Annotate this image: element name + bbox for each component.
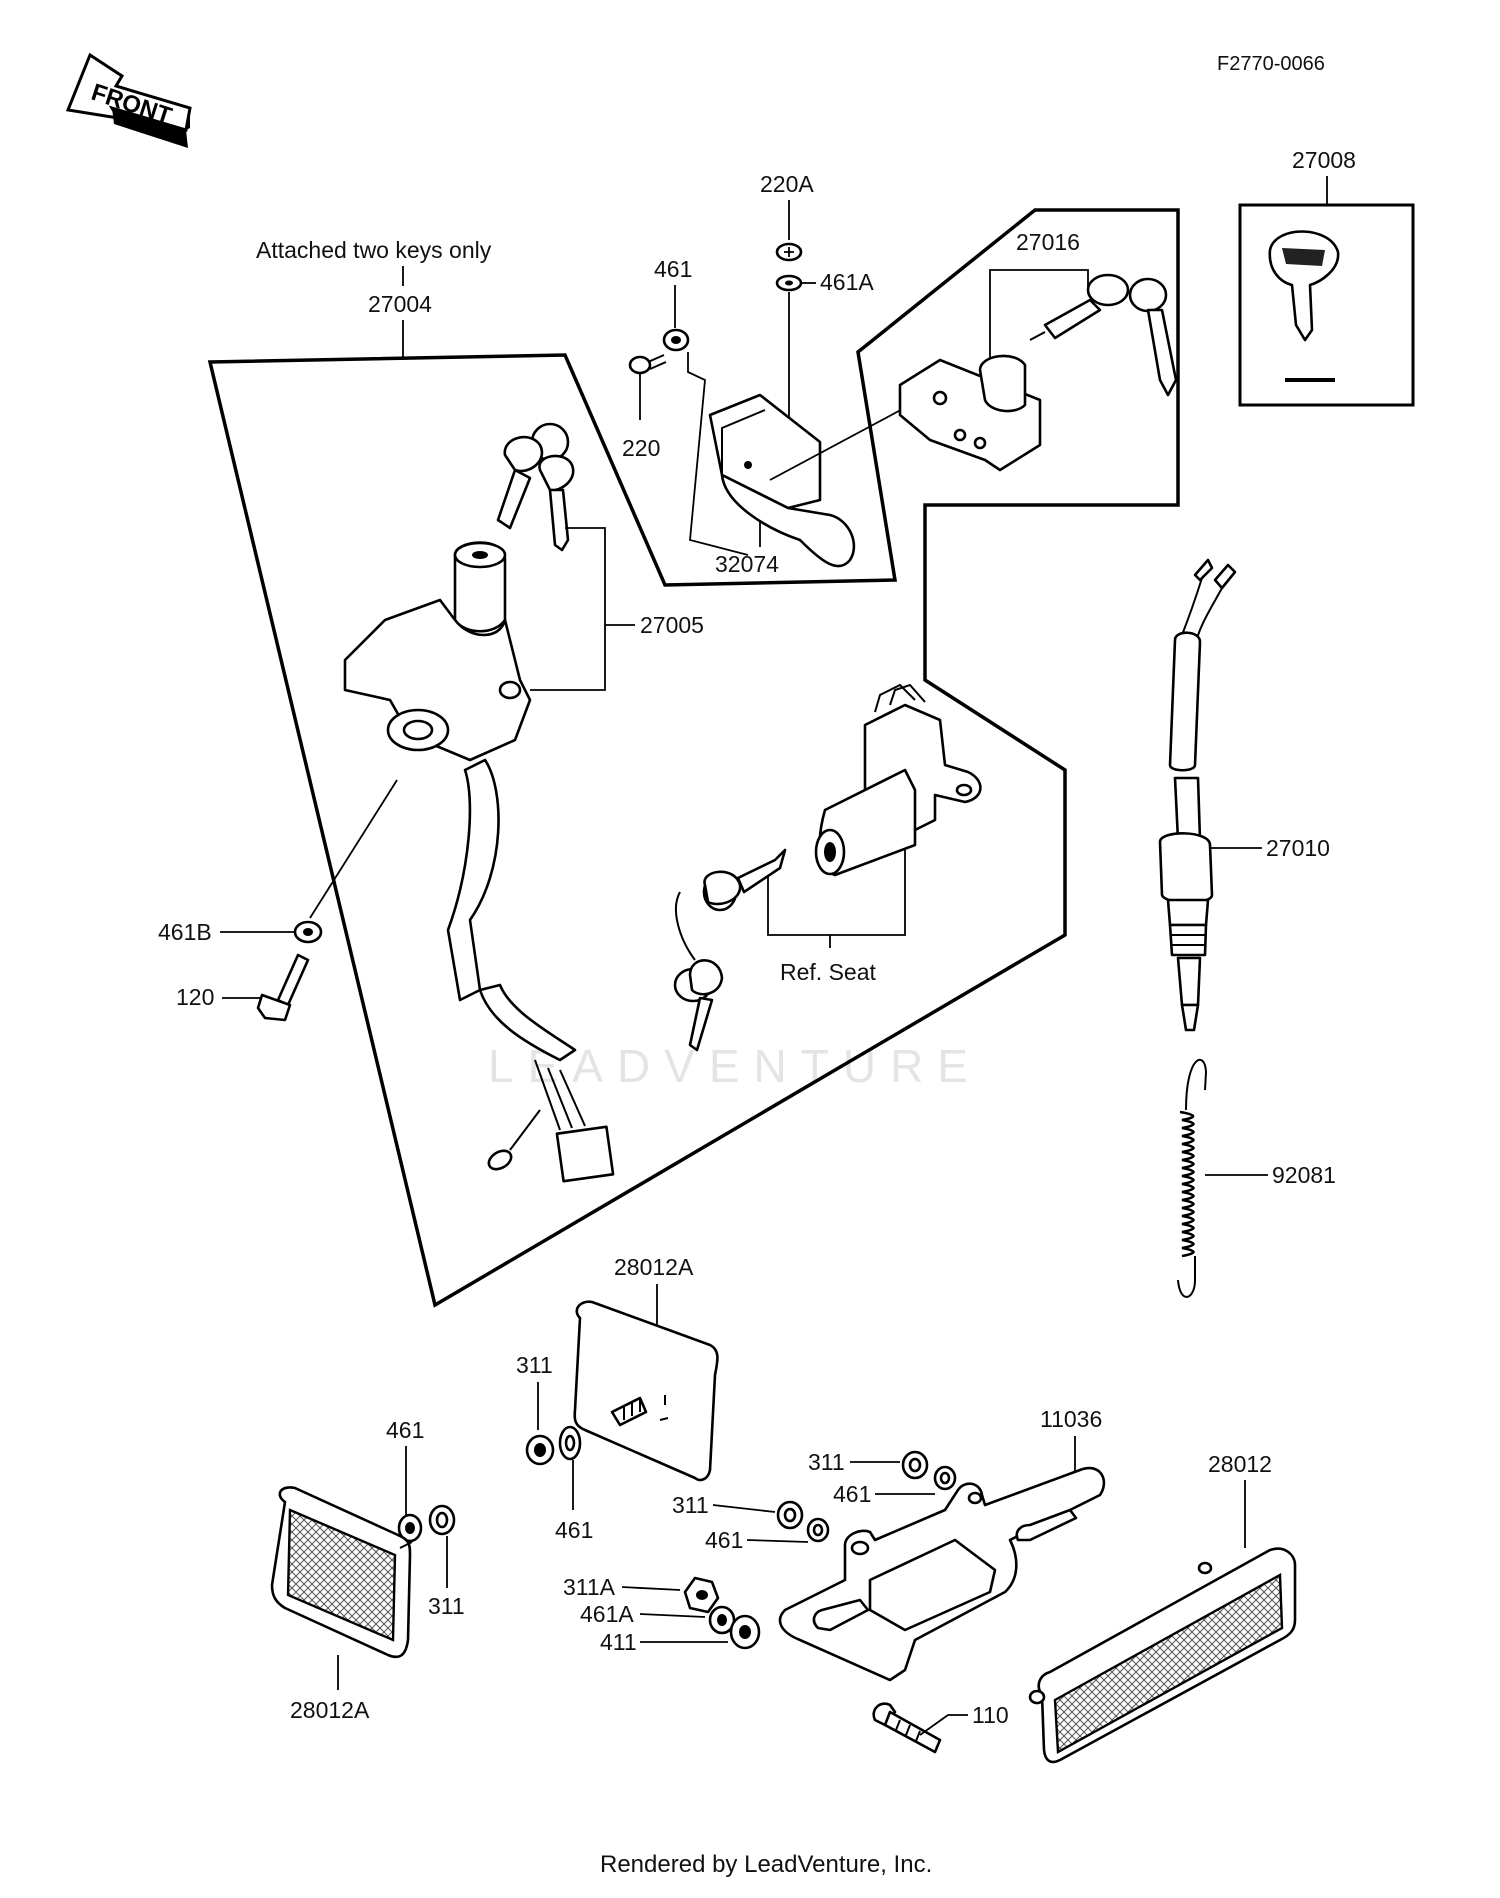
label-28012A-top: 28012A [614, 1254, 694, 1280]
label-28012: 28012 [1208, 1451, 1272, 1477]
label-27016: 27016 [1016, 229, 1080, 255]
seat-keys-icon [673, 848, 787, 1052]
label-411: 411 [600, 1629, 637, 1655]
seat-lock-icon [814, 683, 982, 877]
nut-311-c-icon [901, 1450, 929, 1480]
front-arrow-icon: FRONT [65, 52, 192, 148]
label-461-d: 461 [705, 1527, 743, 1553]
ignition-keys-27005-icon [496, 422, 575, 552]
nut-311-b-icon [428, 1504, 456, 1536]
nut-311-d-icon [776, 1500, 804, 1530]
rear-reflector-28012-icon [1028, 1547, 1297, 1764]
note-attached-two-keys: Attached two keys only [256, 237, 492, 263]
washer-461-c-icon [933, 1465, 957, 1491]
label-461-c: 461 [833, 1481, 871, 1507]
screw-220A-icon [775, 242, 803, 262]
label-461-a: 461 [555, 1517, 593, 1543]
diagram-code: F2770-0066 [1217, 53, 1325, 75]
label-27004: 27004 [368, 291, 432, 317]
label-461A-bot: 461A [580, 1601, 634, 1627]
label-311-a: 311 [516, 1352, 553, 1378]
bolt-120-icon [256, 953, 310, 1022]
lock-27016-icon [898, 354, 1042, 472]
label-461B: 461B [158, 919, 212, 945]
ignition-switch-27005-icon [343, 541, 615, 1183]
reflector-bracket-28012A-icon [573, 1300, 719, 1482]
label-220: 220 [622, 435, 660, 461]
label-27008: 27008 [1292, 147, 1356, 173]
label-461A-top: 461A [820, 269, 874, 295]
label-220A: 220A [760, 171, 814, 197]
washer-461-d-icon [806, 1517, 830, 1543]
nut-311-a-icon [525, 1434, 555, 1466]
lock-cover-32074-icon [708, 393, 856, 568]
label-311A: 311A [563, 1574, 616, 1600]
label-311-d: 311 [672, 1492, 709, 1518]
label-311-c: 311 [808, 1449, 845, 1475]
license-bracket-11036-icon [778, 1466, 1106, 1682]
nut-311A-icon [683, 1576, 720, 1614]
label-311-b: 311 [428, 1593, 465, 1619]
label-28012A-bot: 28012A [290, 1697, 370, 1723]
key-blank-box [1238, 203, 1415, 407]
label-110: 110 [972, 1702, 1009, 1728]
key-set-frame [207, 208, 1180, 1308]
washer-461A-top-icon [775, 274, 803, 292]
label-120: 120 [176, 984, 214, 1010]
label-27005: 27005 [640, 612, 704, 638]
keys-27016-icon [1029, 273, 1178, 397]
label-11036: 11036 [1040, 1406, 1102, 1432]
footer-credit: Rendered by LeadVenture, Inc. [600, 1851, 932, 1878]
washer-461-top-icon [662, 328, 690, 352]
washer-461-a-icon [558, 1425, 582, 1461]
side-reflector-28012A-icon [270, 1486, 413, 1659]
key-blank-icon [1268, 230, 1340, 382]
ref-seat-label: Ref. Seat [780, 959, 876, 985]
washer-461A-bot-icon [708, 1605, 736, 1635]
washer-461B-icon [293, 920, 323, 944]
brake-switch-27010-icon [1158, 558, 1237, 1032]
screw-220-icon [628, 354, 667, 375]
label-461-b: 461 [386, 1417, 424, 1443]
label-92081: 92081 [1272, 1162, 1336, 1188]
label-27010: 27010 [1266, 835, 1330, 861]
bolt-110-icon [872, 1702, 942, 1754]
washer-411-icon [729, 1614, 761, 1650]
label-461-top: 461 [654, 256, 692, 282]
spring-92081-icon [1177, 1059, 1208, 1298]
washer-461-b-icon [397, 1513, 423, 1543]
label-32074: 32074 [715, 551, 779, 577]
